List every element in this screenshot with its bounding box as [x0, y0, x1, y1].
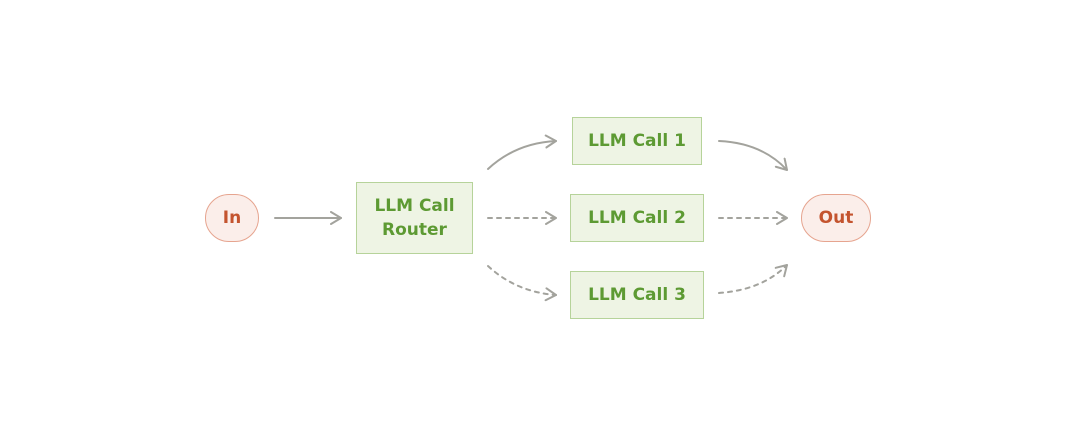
llm-call-1-label: LLM Call 1 [588, 131, 686, 151]
edge-router-to-call3 [487, 265, 557, 302]
input-node: In [205, 194, 259, 242]
llm-call-2-node: LLM Call 2 [570, 194, 704, 242]
router-node-label-line1: LLM Call [374, 196, 455, 216]
edge-call3-to-out [718, 264, 788, 294]
llm-call-3-node: LLM Call 3 [570, 271, 704, 319]
edge-call1-to-out [718, 140, 788, 171]
llm-call-2-label: LLM Call 2 [588, 208, 686, 228]
llm-call-3-label: LLM Call 3 [588, 285, 686, 305]
router-node-label-line2: Router [382, 220, 447, 240]
router-node: LLM Call Router [356, 182, 473, 254]
llm-call-1-node: LLM Call 1 [572, 117, 702, 165]
input-node-label: In [222, 208, 242, 228]
output-node-label: Out [818, 208, 854, 228]
edge-router-to-call1 [487, 134, 557, 170]
output-node: Out [801, 194, 871, 242]
